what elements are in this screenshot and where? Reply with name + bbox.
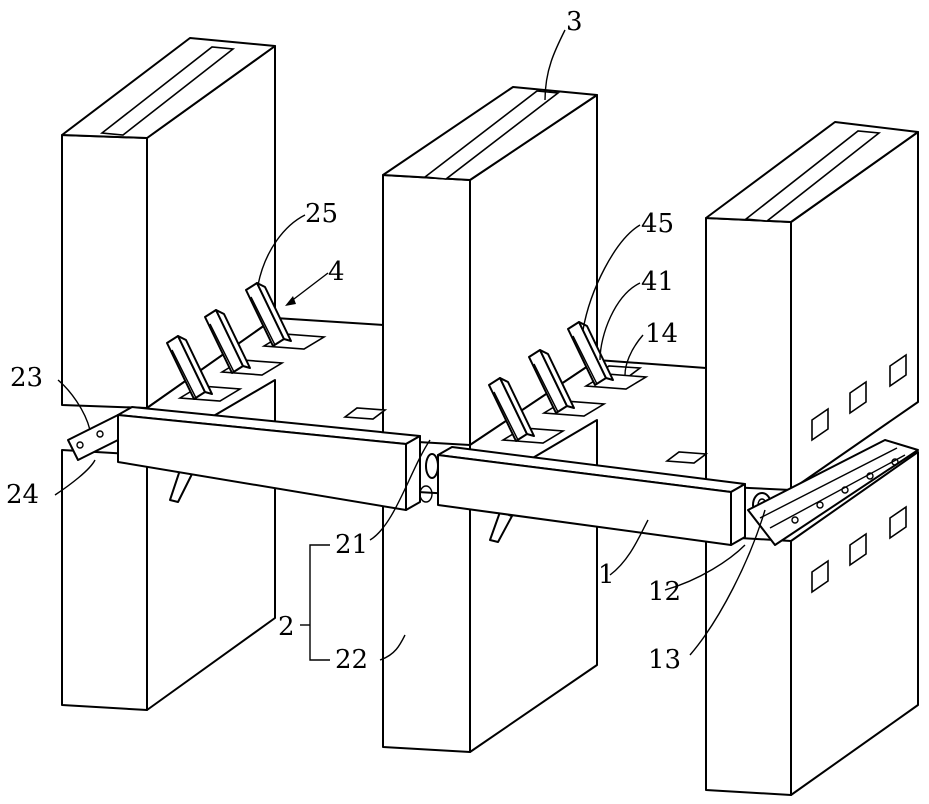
label-4: 4 [328,257,345,287]
label-21: 21 [335,530,368,560]
label-12: 12 [648,577,681,607]
right-upper-block [706,122,918,490]
label-24: 24 [6,480,39,510]
label-3: 3 [566,7,583,37]
label-1: 1 [598,560,615,590]
label-41: 41 [641,267,674,297]
label-14: 14 [645,319,678,349]
label-25: 25 [305,199,338,229]
label-45: 45 [641,209,674,239]
label-22: 22 [335,645,368,675]
label-2: 2 [278,612,295,642]
label-13: 13 [648,645,681,675]
label-23: 23 [10,363,43,393]
